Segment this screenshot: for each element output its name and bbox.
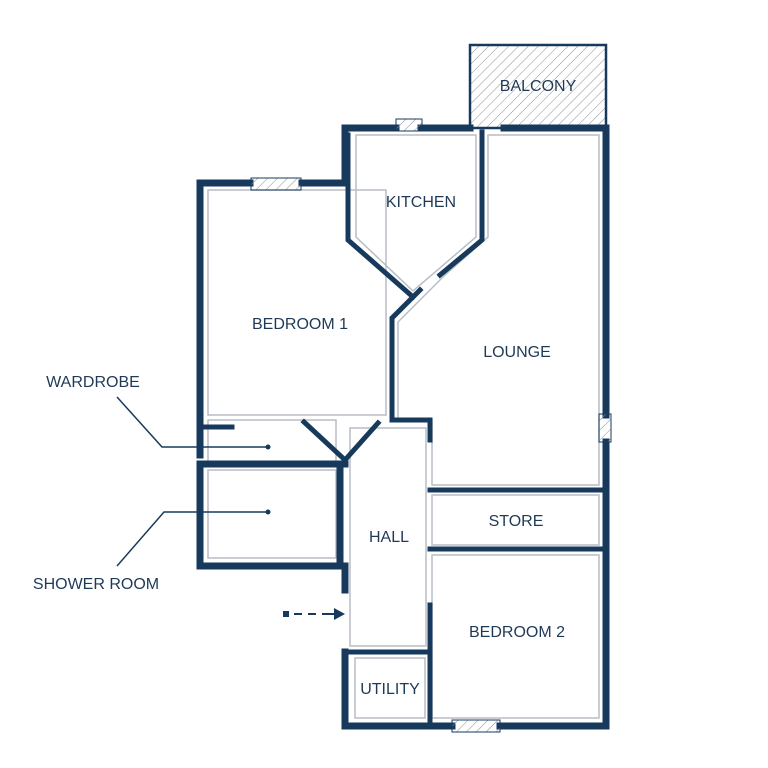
arrow-right-icon: [283, 608, 345, 620]
bedroom1-label: BEDROOM 1: [252, 316, 348, 333]
kitchen-label: KITCHEN: [386, 194, 456, 211]
store-label: STORE: [489, 513, 544, 530]
hall-label: HALL: [369, 529, 409, 546]
interior-walls: [202, 129, 603, 725]
shower-room-label: SHOWER ROOM: [33, 576, 159, 593]
window-kitchen: [395, 118, 423, 132]
windows: [250, 118, 612, 733]
wardrobe-label: WARDROBE: [46, 374, 140, 391]
wardrobe-callout: WARDROBE: [46, 374, 271, 450]
balcony-label: BALCONY: [500, 78, 577, 95]
bedroom2-label: BEDROOM 2: [469, 624, 565, 641]
lounge-label: LOUNGE: [483, 344, 551, 361]
shower-room-callout: SHOWER ROOM: [33, 509, 271, 593]
utility-label: UTILITY: [360, 681, 420, 698]
window-bedroom2: [451, 719, 501, 733]
window-lounge: [598, 413, 612, 443]
walls: [196, 124, 610, 730]
window-bedroom1: [250, 177, 302, 191]
balcony: BALCONY: [468, 43, 608, 130]
